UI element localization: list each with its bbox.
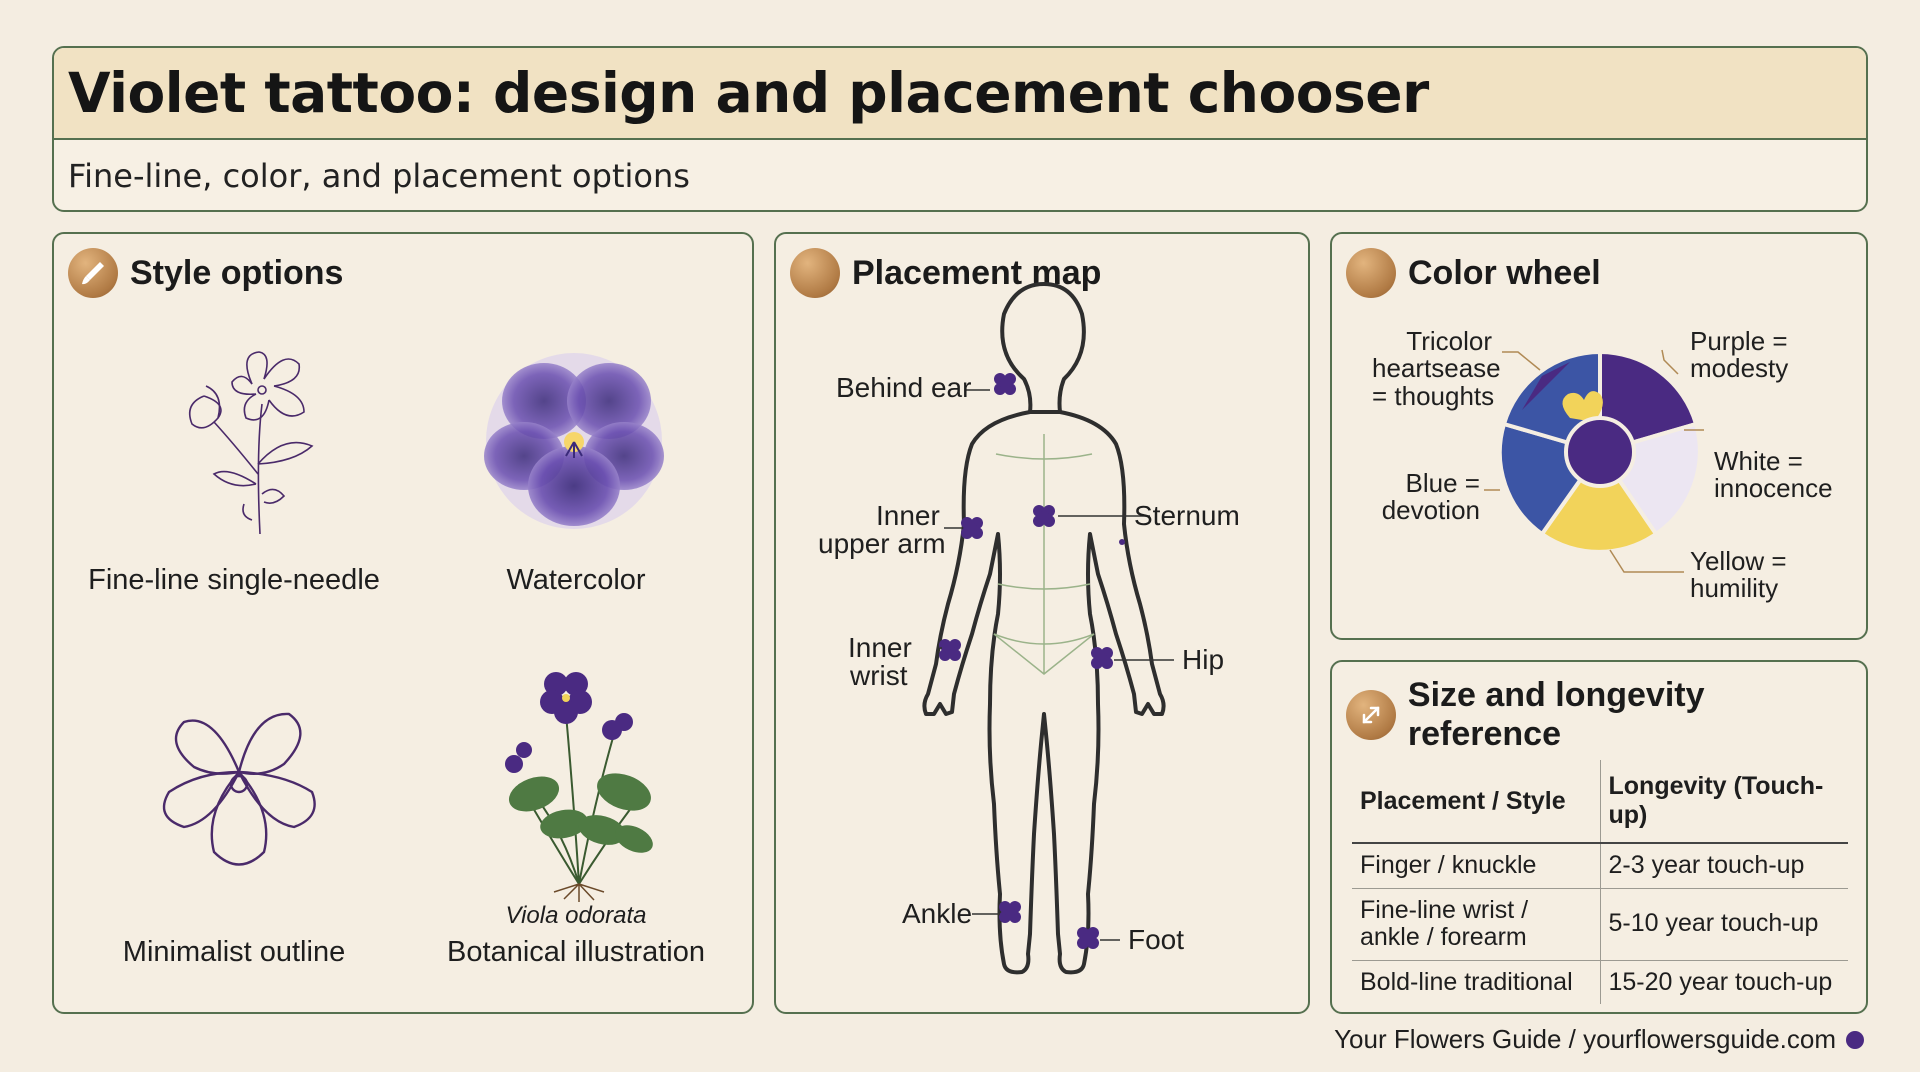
column-header-placement: Placement / Style xyxy=(1352,760,1601,844)
longevity-table: Placement / Style Longevity (Touch-up) F… xyxy=(1352,760,1848,1004)
header-banner: Violet tattoo: design and placement choo… xyxy=(52,46,1868,212)
table-cell: Bold-line traditional xyxy=(1352,960,1601,1004)
placement-label-inner-wrist-2: wrist xyxy=(850,660,908,691)
color-label-blue-line-2: devotion xyxy=(1381,495,1480,526)
color-label-tricolor: Tricolor heartsease = thoughts xyxy=(1372,326,1501,411)
column-header-longevity: Longevity (Touch-up) xyxy=(1600,760,1848,844)
color-label-purple: Purple = modesty xyxy=(1690,326,1789,384)
color-label-white-line-2: innocence xyxy=(1714,473,1833,504)
fine-line-violet-illustration xyxy=(188,351,314,534)
table-cell-line: ankle / forearm xyxy=(1360,923,1527,951)
placement-label-sternum: Sternum xyxy=(1134,500,1240,531)
footer-credit: Your Flowers Guide / yourflowersguide.co… xyxy=(1334,1024,1864,1055)
body-outline-diagram xyxy=(922,282,1174,975)
style-caption-fine-line: Fine-line single-needle xyxy=(88,564,380,596)
placement-label-behind-ear: Behind ear xyxy=(836,372,972,403)
style-options-heading: Style options xyxy=(68,248,343,298)
table-header-row: Placement / Style Longevity (Touch-up) xyxy=(1352,760,1848,844)
table-row: Finger / knuckle 2-3 year touch-up xyxy=(1352,843,1848,889)
color-wheel-panel: Color wheel Tricolor heartsease = though… xyxy=(1330,232,1868,640)
footer-dot-icon xyxy=(1846,1030,1864,1049)
color-label-tricolor-line-1: Tricolor xyxy=(1406,326,1492,356)
placement-label-hip: Hip xyxy=(1182,644,1225,675)
placement-label-foot: Foot xyxy=(1128,924,1185,955)
placement-map-panel: Placement map xyxy=(774,232,1310,1014)
placement-label-inner-wrist-1: Inner xyxy=(848,632,912,663)
watercolor-violet-illustration xyxy=(484,353,664,529)
color-label-white-line-1: White = xyxy=(1714,446,1803,476)
page-subtitle: Fine-line, color, and placement options xyxy=(68,157,690,195)
minimalist-outline-violet-illustration xyxy=(162,712,316,866)
color-label-blue: Blue = devotion xyxy=(1372,468,1480,526)
size-longevity-title: Size and longevity reference xyxy=(1407,676,1705,753)
color-label-purple-line-1: Purple = xyxy=(1690,326,1788,356)
size-longevity-heading: Size and longevity reference xyxy=(1346,676,1866,754)
color-label-tricolor-line-2: heartsease xyxy=(1372,353,1501,384)
color-label-white: White = innocence xyxy=(1714,446,1833,504)
page-title: Violet tattoo: design and placement choo… xyxy=(68,61,1429,125)
table-row: Fine-line wrist / ankle / forearm 5-10 y… xyxy=(1352,888,1848,961)
table-row: Bold-line traditional 15-20 year touch-u… xyxy=(1352,960,1848,1004)
table-cell: Finger / knuckle xyxy=(1352,843,1601,889)
color-label-yellow: Yellow = humility xyxy=(1690,546,1787,604)
botanical-latin-name: Viola odorata xyxy=(505,902,647,929)
title-band: Violet tattoo: design and placement choo… xyxy=(54,48,1866,140)
style-caption-watercolor: Watercolor xyxy=(506,564,646,596)
color-wheel-title: Color wheel xyxy=(1408,253,1601,292)
table-cell: 15-20 year touch-up xyxy=(1608,967,1833,996)
placement-map-heading: Placement map xyxy=(790,248,1101,298)
style-options-panel: Style options Fine-line single-needle xyxy=(52,232,754,1014)
footer-text: Your Flowers Guide / yourflowersguide.co… xyxy=(1334,1024,1836,1054)
resize-icon xyxy=(1346,690,1396,740)
placement-label-ankle: Ankle xyxy=(902,898,973,929)
table-cell: 5-10 year touch-up xyxy=(1600,888,1848,961)
color-wheel-chart xyxy=(1484,349,1704,573)
style-options-title: Style options xyxy=(130,253,344,292)
placement-label-inner-upper-arm-2: upper arm xyxy=(818,528,946,559)
placement-label-inner-upper-arm-1: Inner xyxy=(876,500,940,531)
color-wheel-icon xyxy=(1346,248,1396,298)
segment-yellow xyxy=(1539,448,1659,554)
placement-markers xyxy=(939,373,1125,949)
body-icon xyxy=(790,248,840,298)
color-label-yellow-line-2: humility xyxy=(1690,573,1779,604)
botanical-violet-illustration xyxy=(505,672,653,902)
table-cell: 2-3 year touch-up xyxy=(1600,843,1848,889)
table-cell: Fine-line wrist / ankle / forearm xyxy=(1352,888,1601,961)
color-wheel-heading: Color wheel xyxy=(1346,248,1601,298)
color-label-blue-line-1: Blue = xyxy=(1405,468,1480,498)
color-label-yellow-line-1: Yellow = xyxy=(1690,546,1787,576)
color-label-tricolor-line-3: = thoughts xyxy=(1372,380,1495,411)
size-longevity-panel: Size and longevity reference Placement /… xyxy=(1330,660,1868,1014)
table-cell-line: Fine-line wrist / xyxy=(1360,895,1529,924)
style-caption-minimalist: Minimalist outline xyxy=(122,936,346,968)
color-label-purple-line-2: modesty xyxy=(1690,353,1789,384)
paintbrush-icon xyxy=(68,248,118,298)
style-caption-botanical: Botanical illustration xyxy=(447,936,705,968)
